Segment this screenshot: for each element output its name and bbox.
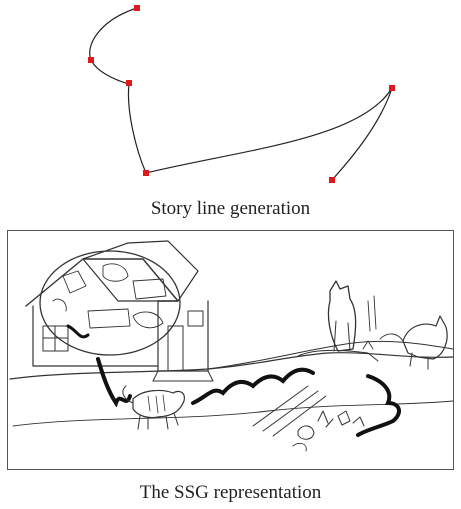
story-stroke: [193, 370, 313, 403]
dog-sketch: [298, 281, 378, 361]
cat-sketch: [123, 386, 184, 429]
control-point[interactable]: [389, 85, 395, 91]
storyline-curve: [90, 8, 392, 180]
storyline-curve-svg: [0, 0, 461, 195]
ssg-sketch-svg: [8, 231, 455, 471]
control-point[interactable]: [88, 57, 94, 63]
road-line: [273, 396, 326, 436]
small-creatures-sketch: [293, 411, 364, 451]
control-point[interactable]: [126, 80, 132, 86]
storyline-caption: Story line generation: [0, 198, 461, 220]
animal-sketch: [380, 316, 447, 369]
road-line: [253, 386, 308, 426]
memory-bubble: [40, 251, 180, 355]
ssg-sketch-panel: [7, 230, 454, 470]
house-sketch: [26, 241, 213, 381]
ssg-caption: The SSG representation: [0, 482, 461, 504]
control-point[interactable]: [329, 177, 335, 183]
memory-bubble-scenes: [53, 264, 166, 337]
control-point[interactable]: [134, 5, 140, 11]
storyline-figure: [0, 0, 461, 195]
control-point[interactable]: [143, 170, 149, 176]
